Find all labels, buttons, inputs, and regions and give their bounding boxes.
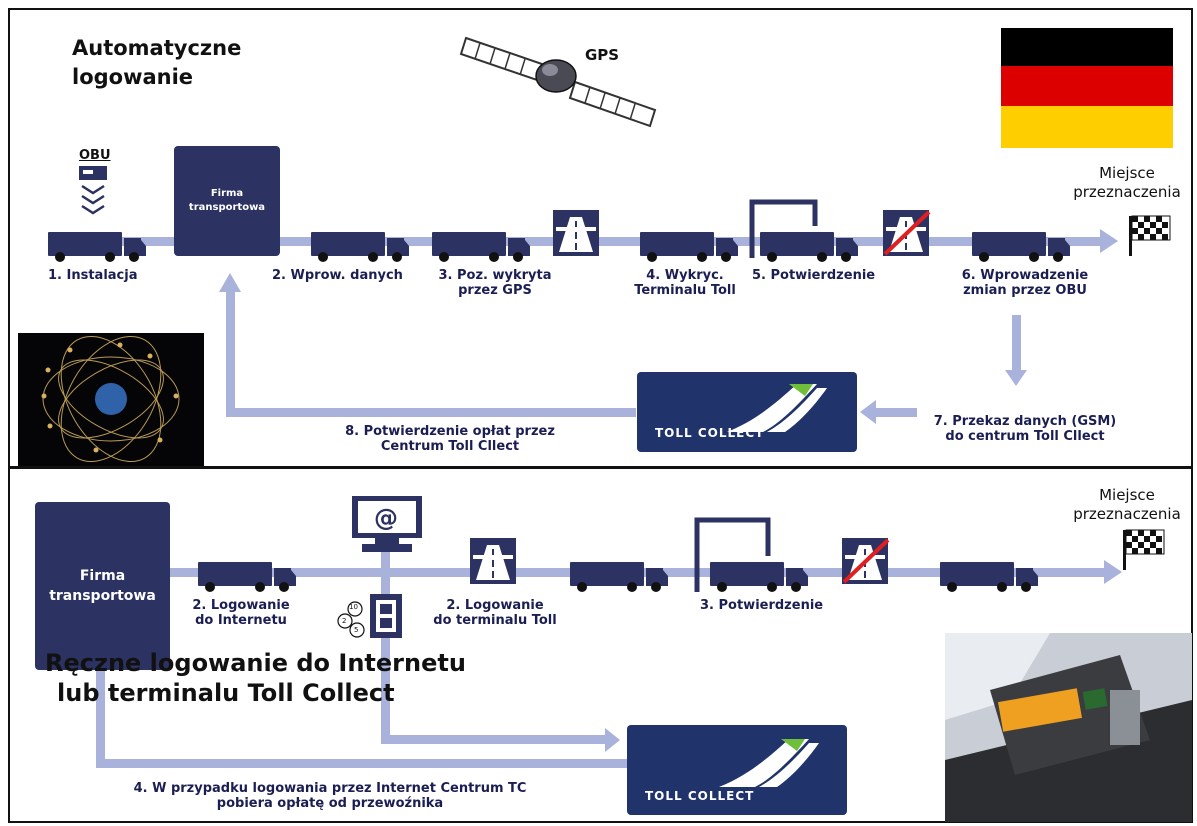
company-label-line2: transportowa (188, 202, 266, 213)
toll-collect-box-bottom: TOLL COLLECT (627, 725, 847, 815)
step-confirmation-bottom: 3. Potwierdzenie (700, 598, 824, 613)
payment-terminal-icon (370, 594, 402, 638)
step-terminal-detected-line1: 4. Wykryc. (646, 268, 724, 283)
coin-10: 10 (349, 603, 358, 611)
truck-terminal-login (570, 562, 668, 592)
payment-note: 4. W przypadku logowania przez Internet … (90, 781, 570, 811)
step-obu-changes-line2: zmian przez OBU (963, 283, 1087, 298)
payment-note-line2: pobiera opłatę od przewoźnika (216, 796, 444, 811)
toll-gantry-icon (749, 199, 818, 258)
motorway-sign-icon (470, 538, 516, 584)
step-gps-detected-line1: 3. Poz. wykryta (438, 268, 552, 283)
motorway-end-sign-icon (842, 538, 890, 584)
company-box-bottom: Firma transportowa (35, 502, 170, 670)
title-manual-line1: Ręczne logowanie do Internetu (45, 649, 466, 677)
coin-5: 5 (354, 626, 359, 634)
title-manual-line2: lub terminalu Toll Collect (57, 679, 395, 707)
truck-gps-detected (432, 232, 530, 262)
company-label-line1: Firma (79, 568, 126, 584)
truck-data-entry (311, 232, 409, 262)
step-obu-changes: 6. Wprowadzenie zmian przez OBU (945, 268, 1105, 298)
step-data-transfer-line1: 7. Przekaz danych (GSM) (933, 414, 1117, 429)
coins-icon (337, 601, 365, 638)
toll-collect-label: TOLL COLLECT (655, 426, 765, 440)
step-internet-login-line1: 2. Logowanie (192, 598, 290, 613)
step-confirmation: 5. Potwierdzenie (752, 268, 876, 283)
toll-collect-logo-icon (719, 739, 819, 787)
destination-line1: Miejsce (1099, 486, 1155, 504)
step-obu-changes-line1: 6. Wprowadzenie (961, 268, 1089, 283)
step-gps-detected: 3. Poz. wykryta przez GPS (425, 268, 565, 298)
title-automatic-line1: Automatyczne (72, 36, 242, 60)
gps-label: GPS (585, 46, 620, 64)
top-flow-lines (60, 229, 1118, 424)
company-label-line2: transportowa (49, 588, 156, 604)
step-terminal-detected-line2: Terminalu Toll (634, 283, 736, 298)
german-flag (1001, 28, 1173, 148)
step-internet-login-line2: do Internetu (195, 613, 287, 628)
step-terminal-detected: 4. Wykryc. Terminalu Toll (625, 268, 745, 298)
destination-flag-icon (1128, 215, 1171, 257)
obu-device-icon (79, 166, 107, 215)
internet-monitor-icon (352, 496, 422, 552)
step-terminal-login-line2: do terminalu Toll (433, 613, 557, 628)
destination-label-bottom: Miejsce przeznaczenia (1062, 486, 1192, 524)
toll-collect-label: TOLL COLLECT (645, 789, 755, 803)
company-box-top: Firma transportowa (174, 146, 280, 256)
step-terminal-login-line1: 2. Logowanie (446, 598, 544, 613)
step-data-entry: 2. Wprow. danych (272, 268, 403, 283)
step-internet-login: 2. Logowanie do Internetu (186, 598, 296, 628)
internet-at-symbol: @ (374, 504, 398, 532)
gps-globe-image (18, 333, 204, 466)
toll-gantry-icon (694, 517, 771, 592)
step-data-transfer-line2: do centrum Toll Cllect (945, 429, 1105, 444)
step-gps-detected-line2: przez GPS (458, 283, 532, 298)
truck-confirmation (710, 562, 808, 592)
obu-device-photo (945, 633, 1192, 822)
coin-2: 2 (342, 617, 347, 625)
obu-label: OBU (79, 148, 111, 163)
truck-obu-changes (972, 232, 1070, 262)
section-divider (9, 466, 1192, 469)
truck-confirmation (760, 232, 858, 262)
step-payment-confirmation-line2: Centrum Toll Cllect (380, 439, 520, 454)
frame-border (8, 8, 1193, 823)
title-automatic-line2: logowanie (72, 65, 194, 89)
destination-line2: przeznaczenia (1073, 505, 1181, 523)
truck-terminal-detected (640, 232, 738, 262)
step-data-transfer: 7. Przekaz danych (GSM) do centrum Toll … (930, 414, 1120, 444)
step-payment-confirmation: 8. Potwierdzenie opłat przez Centrum Tol… (300, 424, 600, 454)
toll-collect-box-top: TOLL COLLECT (637, 372, 857, 452)
motorway-end-sign-icon (883, 210, 931, 256)
motorway-sign-icon (553, 210, 599, 256)
step-installation: 1. Instalacja (48, 268, 138, 283)
truck-destination (940, 562, 1038, 592)
step-terminal-login: 2. Logowanie do terminalu Toll (425, 598, 565, 628)
payment-note-line1: 4. W przypadku logowania przez Internet … (133, 781, 527, 796)
destination-label-top: Miejsce przeznaczenia (1062, 164, 1192, 202)
destination-flag-icon (1122, 529, 1165, 571)
destination-line2: przeznaczenia (1073, 183, 1181, 201)
company-label-line1: Firma (210, 188, 244, 199)
destination-line1: Miejsce (1099, 164, 1155, 182)
truck-installation (48, 232, 146, 262)
truck-internet-login (198, 562, 296, 592)
step-payment-confirmation-line1: 8. Potwierdzenie opłat przez (345, 424, 555, 439)
gps-satellite-icon (459, 36, 657, 128)
